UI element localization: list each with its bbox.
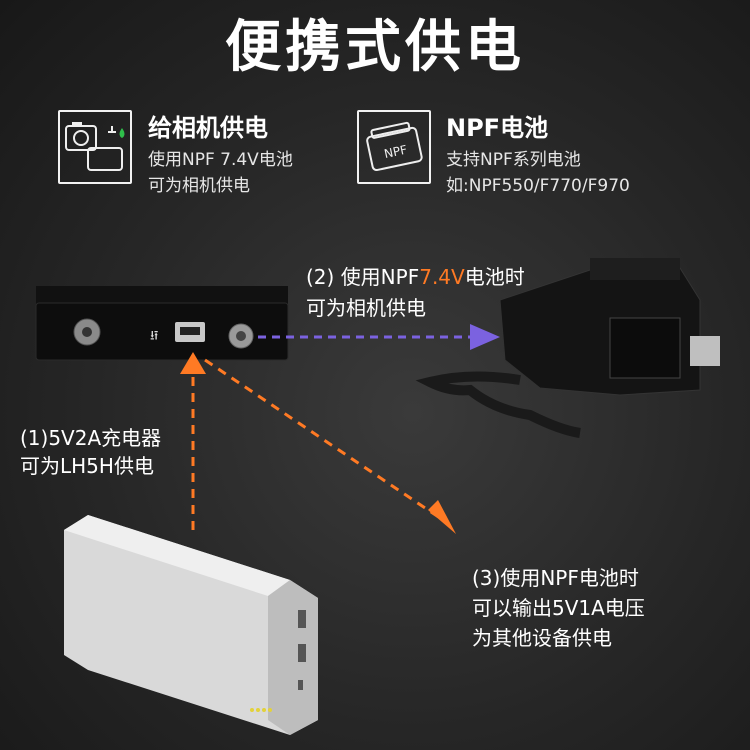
camera-callout-highlight: 7.4V (419, 265, 465, 289)
camera-power-icon (58, 110, 132, 184)
output-callout-line-3: 为其他设备供电 (472, 626, 612, 650)
feature-camera-line-1: 使用NPF 7.4V电池 (148, 150, 293, 170)
feature-camera-heading: 给相机供电 (148, 114, 268, 142)
feature-npf-line-2: 如:NPF550/F770/F970 (446, 176, 630, 196)
camera-icon (415, 258, 720, 438)
power-bank-icon (64, 515, 318, 735)
feature-npf-line-1: 支持NPF系列电池 (446, 150, 581, 170)
camera-callout-suffix: 电池时 (464, 265, 525, 289)
battery-icon-text: NPF (383, 143, 409, 162)
feature-camera-line-2: 可为相机供电 (148, 176, 250, 196)
device-top (36, 286, 288, 304)
charger-callout-line-2: 可为LH5H供电 (20, 454, 154, 478)
device-panel (35, 302, 289, 361)
arrow-to-camera-icon (470, 324, 500, 350)
npf-battery-icon: NPF (357, 110, 431, 184)
feature-npf-heading: NPF电池 (446, 114, 549, 142)
arrow-to-output-icon (428, 500, 456, 534)
output-callout-line-2: 可以输出5V1A电压 (472, 596, 645, 620)
arrow-to-usb-icon (180, 352, 206, 374)
camera-callout-line-1: (2) 使用NPF7.4V电池时 (306, 263, 525, 291)
charger-callout-line-1: (1)5V2A充电器 (20, 426, 162, 450)
page-title: 便携式供电 (225, 15, 525, 80)
camera-callout-line-2: 可为相机供电 (306, 296, 426, 320)
camera-callout-prefix: (2) 使用NPF (306, 265, 420, 289)
output-callout-line-1: (3)使用NPF电池时 (472, 566, 639, 590)
usb-symbol-icon: ⭿ (150, 329, 158, 344)
